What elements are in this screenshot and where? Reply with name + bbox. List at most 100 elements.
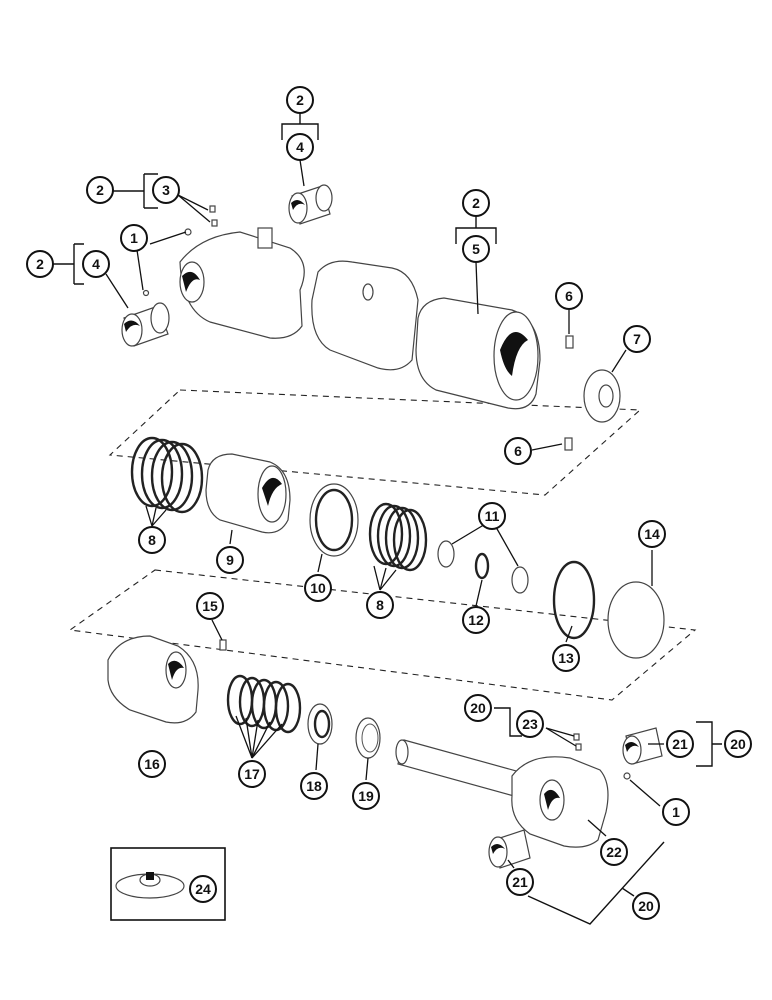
callout-8-left: 8	[138, 526, 166, 554]
rod-end	[511, 733, 609, 848]
pin-3b	[211, 219, 218, 227]
svg-text:20: 20	[638, 898, 654, 914]
seal-stack-left	[130, 436, 204, 514]
svg-text:6: 6	[514, 443, 522, 459]
svg-text:24: 24	[195, 881, 211, 897]
callout-8-mid: 8	[366, 591, 394, 619]
callout-3: 3	[152, 176, 180, 204]
svg-text:16: 16	[144, 756, 160, 772]
seal-stack-mid	[368, 502, 428, 572]
svg-text:14: 14	[644, 526, 660, 542]
svg-text:8: 8	[376, 597, 384, 613]
callout-6-top: 6	[555, 282, 583, 310]
callout-2-left-b: 2	[26, 250, 54, 278]
callout-4-left: 4	[82, 250, 110, 278]
bracket-20-23	[494, 707, 522, 737]
svg-text:13: 13	[558, 650, 574, 666]
callout-1-right: 1	[662, 798, 690, 826]
svg-text:2: 2	[296, 92, 304, 108]
wiper-seal	[307, 703, 333, 745]
callout-9: 9	[216, 546, 244, 574]
svg-text:3: 3	[162, 182, 170, 198]
callout-17: 17	[238, 760, 266, 788]
callout-16: 16	[138, 750, 166, 778]
grease-fitting-right	[623, 772, 631, 780]
bushing-right	[622, 727, 663, 765]
svg-text:2: 2	[472, 195, 480, 211]
svg-text:6: 6	[565, 288, 573, 304]
callout-20-right: 20	[724, 730, 752, 758]
callout-13: 13	[552, 644, 580, 672]
bracket-20-21	[696, 721, 722, 767]
svg-text:23: 23	[522, 716, 538, 732]
small-fitting-left	[142, 289, 150, 297]
set-screw-bottom	[564, 437, 573, 451]
bushing-top	[288, 184, 333, 225]
end-cap	[583, 369, 621, 423]
callout-20-top: 20	[464, 694, 492, 722]
backup-ring-b	[511, 566, 529, 594]
leader-lines	[105, 159, 664, 869]
pivot-housing	[179, 227, 305, 339]
callout-10: 10	[304, 574, 332, 602]
svg-text:11: 11	[485, 508, 500, 524]
bracket-20-bottom	[527, 841, 665, 925]
center-plate	[311, 260, 419, 371]
callout-14: 14	[638, 520, 666, 548]
o-ring	[474, 552, 490, 580]
seal-19	[355, 717, 381, 759]
svg-text:1: 1	[130, 230, 138, 246]
svg-text:10: 10	[310, 580, 326, 596]
gland	[107, 635, 199, 724]
callout-2-top: 2	[286, 86, 314, 114]
svg-text:19: 19	[358, 788, 374, 804]
wear-ring	[309, 483, 359, 557]
svg-text:21: 21	[672, 736, 688, 752]
cover-plate	[607, 581, 665, 659]
bracket-2-4-left	[53, 243, 84, 285]
backup-ring-a	[437, 540, 455, 568]
svg-text:9: 9	[226, 552, 234, 568]
svg-text:15: 15	[202, 598, 218, 614]
svg-text:7: 7	[633, 331, 641, 347]
callout-12: 12	[462, 606, 490, 634]
callout-21-bottom: 21	[506, 868, 534, 896]
callout-18: 18	[300, 772, 328, 800]
svg-text:1: 1	[672, 804, 680, 820]
snap-ring	[552, 560, 596, 640]
callout-5: 5	[462, 235, 490, 263]
svg-text:8: 8	[148, 532, 156, 548]
bushing-bottom	[488, 829, 531, 869]
callout-22: 22	[600, 838, 628, 866]
group-outline-lower	[68, 569, 697, 701]
svg-text:12: 12	[468, 612, 484, 628]
bushing-left	[121, 302, 170, 347]
svg-text:4: 4	[296, 139, 304, 155]
callout-21-right: 21	[666, 730, 694, 758]
svg-text:5: 5	[472, 241, 480, 257]
svg-text:22: 22	[606, 844, 622, 860]
bracket-2-4-top	[281, 113, 319, 140]
callout-4-top: 4	[286, 133, 314, 161]
svg-text:4: 4	[92, 256, 100, 272]
callout-11: 11	[478, 502, 506, 530]
group-outline-middle	[108, 389, 642, 496]
callout-19: 19	[352, 782, 380, 810]
bracket-2-3	[113, 173, 158, 209]
piston-rod	[395, 739, 521, 797]
svg-text:2: 2	[36, 256, 44, 272]
piston	[205, 453, 291, 534]
callout-6-bottom: 6	[504, 437, 532, 465]
callout-2-right: 2	[462, 189, 490, 217]
callout-20-bottom: 20	[632, 892, 660, 920]
svg-text:18: 18	[306, 778, 322, 794]
svg-text:21: 21	[512, 874, 528, 890]
callout-7: 7	[623, 325, 651, 353]
svg-text:20: 20	[470, 700, 486, 716]
bracket-2-5	[455, 216, 497, 244]
callout-15: 15	[196, 592, 224, 620]
svg-text:20: 20	[730, 736, 746, 752]
set-screw-top	[565, 335, 574, 349]
callout-24: 24	[189, 875, 217, 903]
